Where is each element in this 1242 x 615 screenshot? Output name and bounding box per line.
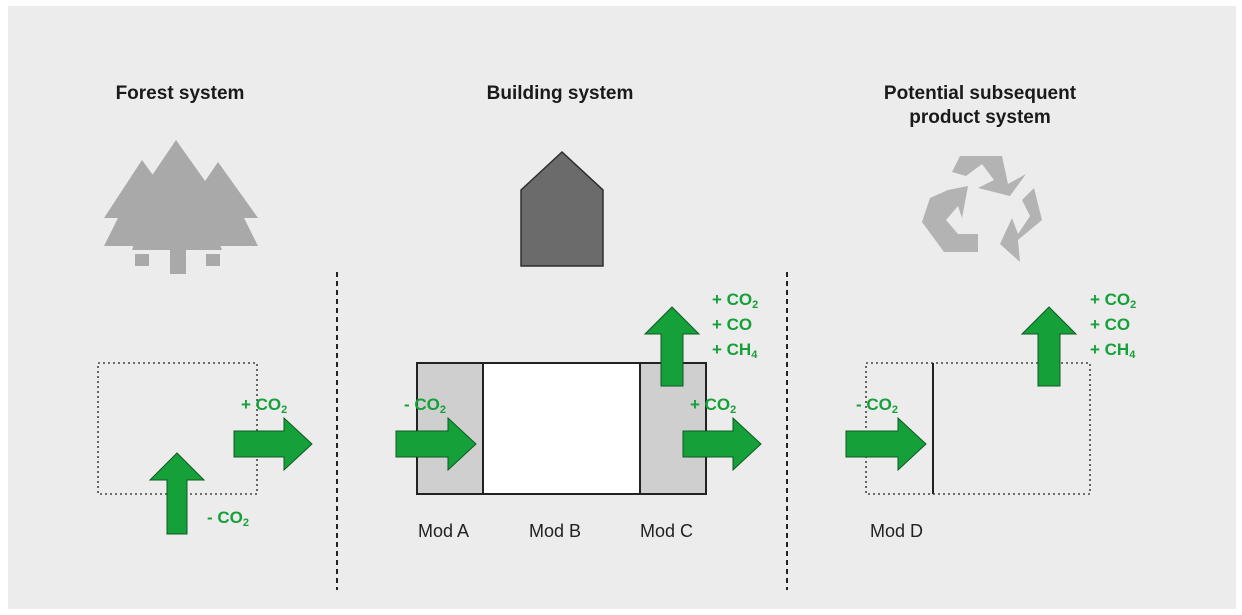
mod-b-label: Mod B [529,521,582,541]
forest-system-title: Forest system [115,83,245,104]
mod-c-emission-co: + CO [712,315,753,334]
mod-b-box [482,362,641,495]
forest-release-arrow [233,416,313,472]
forest-uptake-arrow [148,452,206,535]
forest-uptake-label: - CO2 [207,508,250,529]
recycle-icon [922,156,1042,262]
subsequent-title-line2: product system [909,107,1051,128]
mod-d-in-label: - CO2 [856,395,899,416]
arrows [148,306,1078,535]
building-system-title: Building system [486,83,634,104]
mod-a-arrow [395,416,477,472]
diagram-panel [8,6,1236,609]
mod-c-emission-ch4: + CH4 [712,340,758,361]
forest-release-label: + CO2 [241,395,288,416]
mod-a-in-label: - CO2 [404,395,447,416]
mod-d-emission-arrow [1020,306,1078,387]
mod-c-release-arrow [682,416,762,472]
mod-c-box [639,362,707,495]
mod-d-boundary [865,362,1091,495]
trees-icon [104,140,258,274]
mod-d-emission-co: + CO [1090,315,1131,334]
subsequent-title-line1: Potential subsequent [883,83,1077,104]
mod-d-arrow [845,416,927,472]
mod-d-emission-co2: + CO2 [1090,290,1137,311]
mod-d-label: Mod D [870,521,924,541]
mod-c-label: Mod C [640,521,694,541]
house-icon [520,150,604,267]
subsequent-system-title: Potential subsequent product system [830,82,1130,130]
mod-a-label: Mod A [418,521,470,541]
mod-c-emission-co2: + CO2 [712,290,759,311]
mod-d-emissions-label: + CO2 + CO + CH4 [1090,287,1136,362]
mod-c-out-label: + CO2 [690,395,737,416]
mod-c-emissions-label: + CO2 + CO + CH4 [712,287,758,362]
mod-c-emission-arrow [643,306,701,387]
mod-d-emission-ch4: + CH4 [1090,340,1136,361]
